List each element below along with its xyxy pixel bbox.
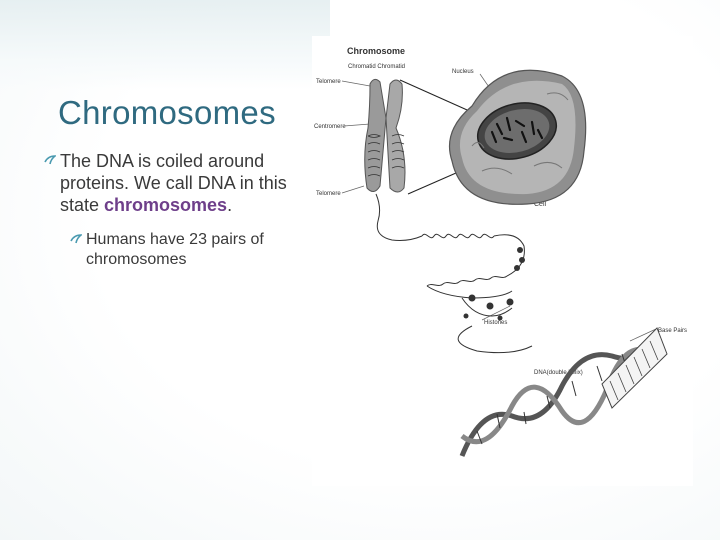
label-base-pairs: Base Pairs — [658, 328, 687, 334]
highlight-term: chromosomes — [104, 195, 228, 215]
sub-bullet-text: Humans have 23 pairs of chromosomes — [86, 231, 264, 268]
diagram-svg: Chromosome Chromatid Chromatid Telomere … — [314, 46, 687, 457]
label-chromatid: Chromatid Chromatid — [348, 64, 405, 70]
label-dna: DNA(double helix) — [534, 370, 583, 376]
decorative-corner — [0, 0, 330, 90]
label-centromere: Centromere — [314, 124, 346, 130]
dna-helix — [459, 327, 668, 457]
cell-illustration — [448, 69, 587, 205]
bullet-item: The DNA is coiled around proteins. We ca… — [44, 150, 324, 216]
bullet-icon — [44, 155, 56, 165]
label-nucleus: Nucleus — [452, 69, 474, 75]
slide-title: Chromosomes — [58, 94, 276, 131]
bullet-icon — [70, 234, 82, 244]
label-telomere-top: Telomere — [316, 79, 341, 85]
bullet-text: The DNA is coiled around proteins. We ca… — [60, 151, 287, 215]
bullet-end: . — [227, 195, 233, 215]
histone-beads — [463, 247, 525, 321]
label-cell: Cell — [534, 201, 547, 208]
chromosome-illustration — [364, 78, 406, 193]
bullet-list: The DNA is coiled around proteins. We ca… — [44, 150, 324, 270]
label-telomere-bottom: Telomere — [316, 191, 341, 197]
label-histones: Histones — [484, 320, 507, 326]
sub-bullet-item: Humans have 23 pairs of chromosomes — [70, 230, 324, 270]
diagram-title: Chromosome — [347, 46, 405, 56]
chromosome-diagram: Chromosome Chromatid Chromatid Telomere … — [312, 36, 693, 486]
chromatin-fiber — [375, 193, 533, 354]
